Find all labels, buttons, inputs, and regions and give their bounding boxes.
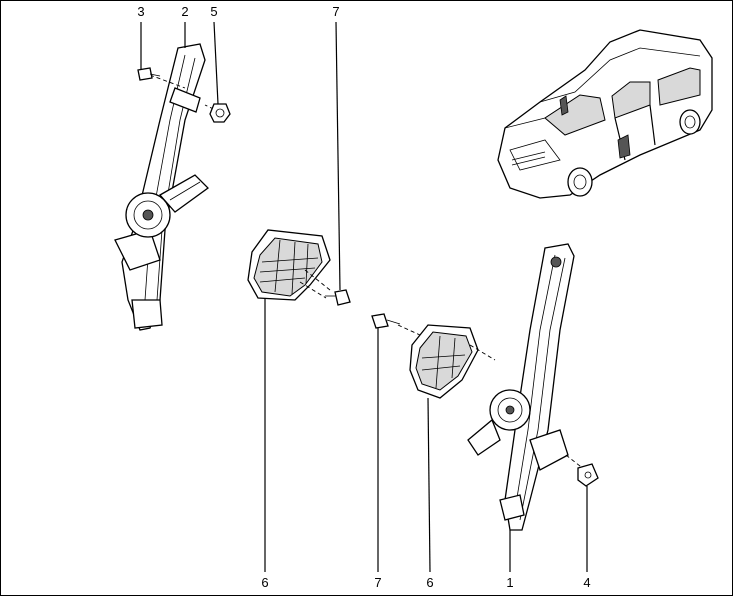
right-window-regulator: [467, 243, 586, 531]
bolt-item-7-lower: [371, 313, 421, 336]
callout-1: 1: [506, 575, 513, 590]
clip-item-4: [577, 463, 599, 487]
foam-pad-left: [247, 229, 331, 301]
callout-5: 5: [210, 4, 217, 19]
callout-7-bottom: 7: [374, 575, 381, 590]
callout-6-left: 6: [261, 575, 268, 590]
callout-4: 4: [583, 575, 590, 590]
callout-6-right: 6: [426, 575, 433, 590]
leader-lines: [140, 21, 588, 573]
callout-3: 3: [137, 4, 144, 19]
left-window-regulator: [114, 43, 221, 331]
callout-7-top: 7: [332, 4, 339, 19]
foam-pad-right: [409, 324, 496, 399]
bolt-item-7-upper: [325, 289, 351, 306]
car-illustration: [497, 29, 713, 199]
nut-item-5: [209, 103, 231, 123]
bolt-item-3: [137, 67, 161, 81]
callout-2: 2: [181, 4, 188, 19]
